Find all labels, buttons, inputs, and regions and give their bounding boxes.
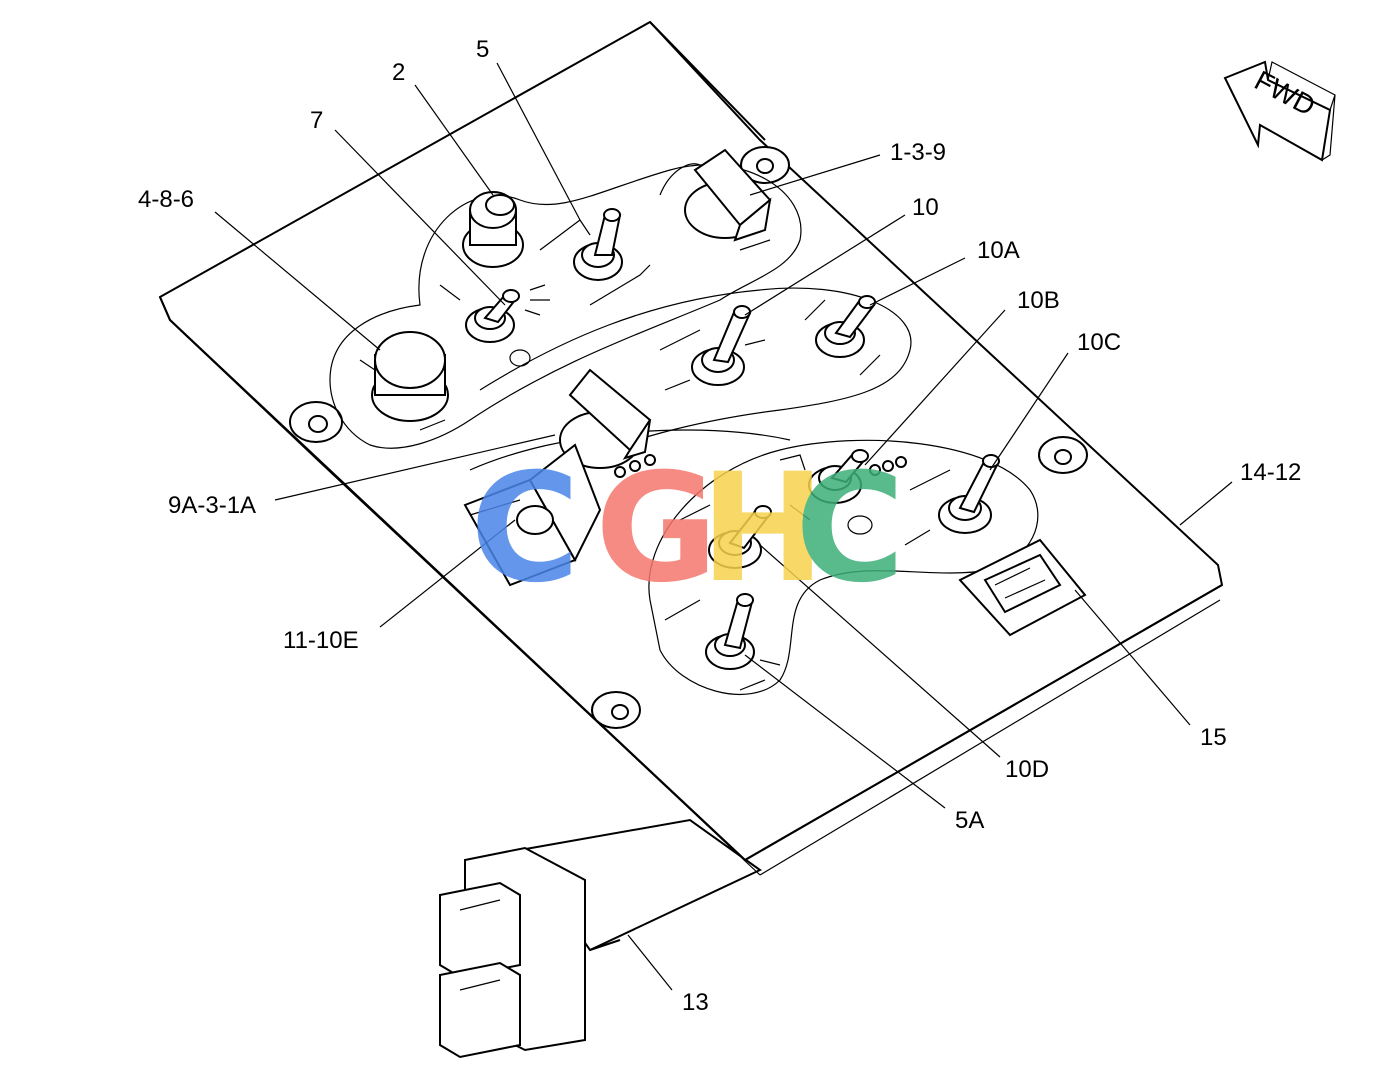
toggle-switch-10b[interactable]	[779, 449, 907, 504]
toggle-switch-10a[interactable]	[804, 295, 881, 376]
watermark-letter-2: G	[595, 442, 718, 616]
watermark-letter-3: H	[700, 442, 826, 616]
callout-10a: 10A	[977, 237, 1020, 264]
callout-2: 2	[392, 59, 405, 86]
callout-5a: 5A	[955, 807, 984, 834]
toggle-switch-5[interactable]	[539, 208, 651, 306]
rocker-switch-15[interactable]	[958, 538, 1087, 637]
toggle-switch-7[interactable]	[439, 284, 550, 367]
callout-4-8-6: 4-8-6	[138, 186, 194, 213]
pushbutton-4-8-6[interactable]	[359, 331, 449, 431]
toggle-switch-5a[interactable]	[664, 593, 781, 691]
toggle-switch-10c[interactable]	[904, 454, 1000, 546]
callout-1-3-9: 1-3-9	[890, 139, 946, 166]
rotary-switch-9a-3-1a[interactable]	[559, 368, 656, 478]
callout-13: 13	[682, 989, 709, 1016]
wiring-harness	[439, 818, 762, 1059]
callout-7: 7	[310, 107, 323, 134]
watermark-letter-1: C	[470, 442, 580, 616]
callout-15: 15	[1200, 724, 1227, 751]
callout-5: 5	[476, 36, 489, 63]
callout-10d: 10D	[1005, 756, 1049, 783]
fwd-direction-arrow: FWD	[1223, 60, 1336, 162]
toggle-switch-10d[interactable]	[679, 504, 873, 569]
pushbutton-2[interactable]	[462, 191, 524, 268]
toggle-switch-10[interactable]	[659, 305, 766, 391]
callout-10c: 10C	[1077, 329, 1121, 356]
callout-10b: 10B	[1017, 287, 1060, 314]
upper-decal	[329, 164, 912, 471]
callout-9a-3-1a: 9A-3-1A	[168, 492, 256, 519]
rotary-switch-1-3-9[interactable]	[659, 148, 772, 251]
watermark: C G H C	[470, 442, 905, 616]
panel-plate	[158, 20, 1224, 876]
switch-11-10e[interactable]	[463, 443, 602, 587]
callout-10: 10	[912, 194, 939, 221]
watermark-letter-4: C	[795, 442, 905, 616]
callout-14-12: 14-12	[1240, 459, 1301, 486]
callout-labels: 2 5 7 1-3-9 10 4-8-6 10A 10B 10C 14-12 9…	[138, 36, 1301, 1016]
leader-lines	[214, 62, 1233, 991]
callout-11-10e: 11-10E	[283, 627, 359, 654]
